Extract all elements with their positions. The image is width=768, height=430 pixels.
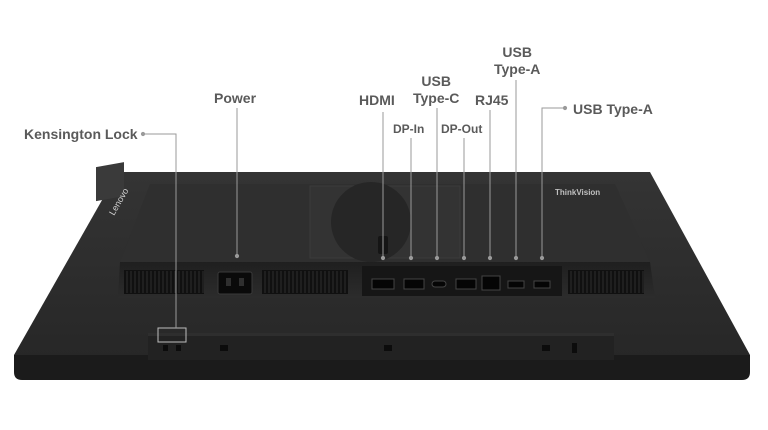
- label-dp-out: DP-Out: [441, 122, 483, 136]
- label-power: Power: [214, 90, 257, 106]
- leader-lines: [140, 80, 568, 328]
- label-kensington-lock: Kensington Lock: [24, 126, 138, 142]
- leader-dot-usb-type-a-right-end: [562, 105, 568, 111]
- power-pin: [239, 278, 244, 286]
- stand-mount-circle: [331, 182, 411, 262]
- thinkvision-logo: ThinkVision: [555, 188, 600, 197]
- usb-a-port-2: [533, 280, 551, 289]
- leader-dot-kensington-lock: [140, 131, 146, 137]
- usb-c-port: [431, 280, 447, 288]
- leader-dot-usb-type-a-top: [513, 255, 519, 261]
- monitor-bottom-edge: [14, 355, 750, 380]
- leader-dot-dp-out: [461, 255, 467, 261]
- stand-base-top-edge: [148, 333, 614, 336]
- kensington-lock-highlight: [157, 327, 187, 343]
- leader-dot-rj45: [487, 255, 493, 261]
- label-dp-in: DP-In: [393, 122, 425, 136]
- label-usb-type-a-right: USB Type-A: [573, 101, 653, 117]
- leader-dot-hdmi: [380, 255, 386, 261]
- label-rj45: RJ45: [475, 92, 509, 108]
- lenovo-logo-block: [96, 162, 124, 202]
- dp-out-port: [455, 278, 477, 290]
- usb-a-port-1: [507, 280, 525, 289]
- leader-dot-dp-in: [408, 255, 414, 261]
- leader-dot-usb-type-c: [434, 255, 440, 261]
- label-usb-type-c: USB Type-C: [413, 73, 460, 106]
- leader-kensington-lock: [143, 133, 177, 328]
- dp-in-port: [403, 278, 425, 290]
- label-hdmi: HDMI: [359, 92, 395, 108]
- leader-dot-power: [234, 253, 240, 259]
- stand-base: [148, 333, 614, 360]
- power-pin: [226, 278, 231, 286]
- hdmi-port: [371, 278, 395, 290]
- label-usb-type-a-top: USB Type-A: [494, 44, 541, 77]
- leader-dot-usb-type-a-right: [539, 255, 545, 261]
- stand-clips: [163, 343, 577, 353]
- rj45-port: [481, 275, 501, 291]
- vent-grill-left: [124, 270, 204, 294]
- leader-usb-type-a-right: [541, 107, 565, 258]
- power-socket: [217, 271, 253, 295]
